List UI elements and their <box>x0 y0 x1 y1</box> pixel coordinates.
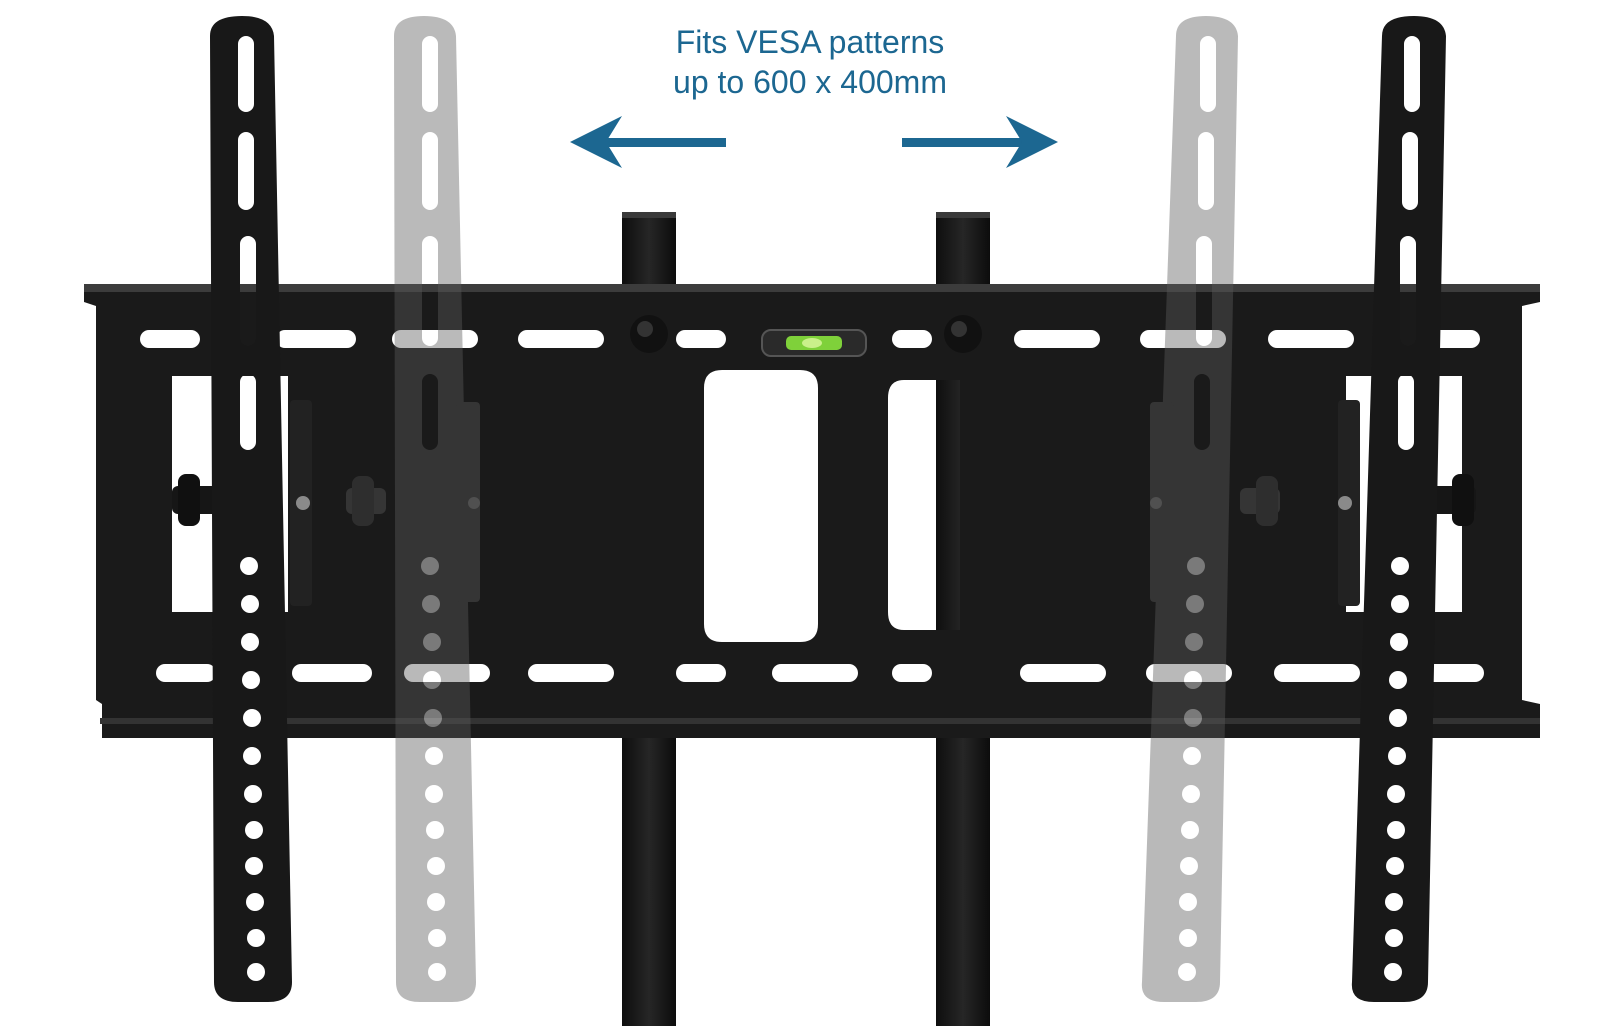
vertical-arm-inner-left-ghost <box>346 16 480 1002</box>
vertical-arm-outer-right <box>1338 16 1476 1002</box>
bubble-level-icon <box>761 329 867 357</box>
plate-slots <box>140 330 1484 682</box>
vertical-arm-outer-left <box>172 16 312 1002</box>
post-bolt-right <box>944 315 982 353</box>
caption-line-1: Fits VESA patterns <box>675 24 945 60</box>
post-bolt-left <box>630 315 668 353</box>
mounting-plate <box>84 284 1540 738</box>
arrow-right-icon <box>902 116 1058 168</box>
vesa-caption: Fits VESA patterns up to 600 x 400mm <box>610 22 1010 102</box>
arrow-left-icon <box>570 116 726 168</box>
caption-line-2: up to 600 x 400mm <box>673 64 947 100</box>
vertical-arm-inner-right-ghost <box>1141 16 1280 1002</box>
